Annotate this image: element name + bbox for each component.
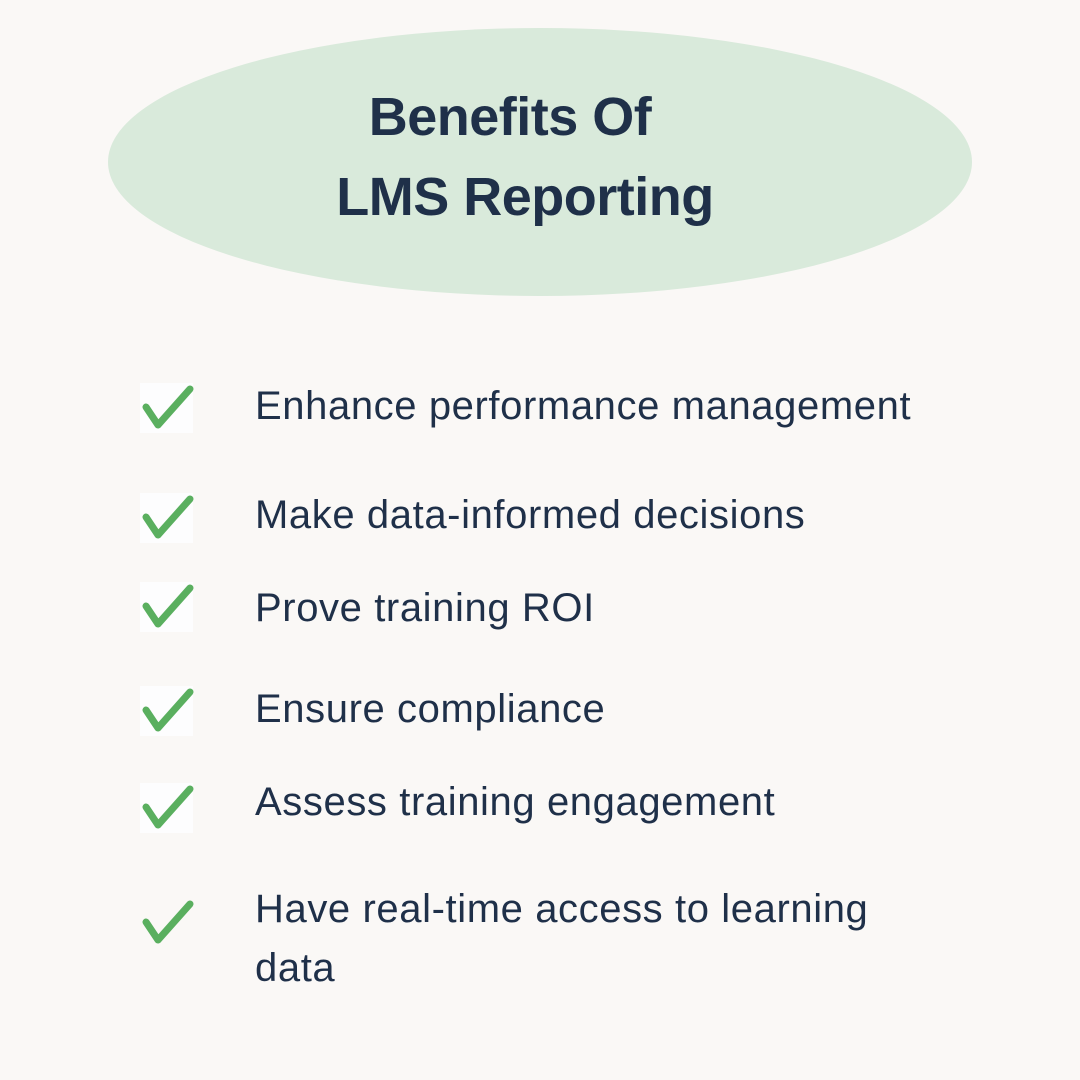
checkmark-icon: [140, 493, 194, 543]
benefit-label: Assess training engagement: [255, 780, 776, 824]
benefit-label: Ensure compliance: [255, 687, 606, 731]
checkmark-icon: [140, 582, 194, 632]
benefit-label-line-1: Have real-time access to learning: [255, 887, 869, 931]
title-line-1: Benefits Of: [368, 87, 652, 147]
benefit-label-line-2: data: [255, 946, 336, 990]
benefit-label: Make data-informed decisions: [255, 493, 806, 537]
benefit-label: Prove training ROI: [255, 586, 595, 630]
title-oval-background: [108, 28, 972, 296]
checkmark-icon: [140, 783, 194, 833]
checkmark-icon: [140, 686, 194, 736]
benefit-label: Enhance performance management: [255, 384, 912, 428]
title-line-2: LMS Reporting: [336, 167, 714, 227]
page-title: Benefits Of LMS Reporting: [0, 90, 1080, 224]
checkmark-icon: [140, 898, 194, 948]
checkmark-icon: [140, 383, 194, 433]
